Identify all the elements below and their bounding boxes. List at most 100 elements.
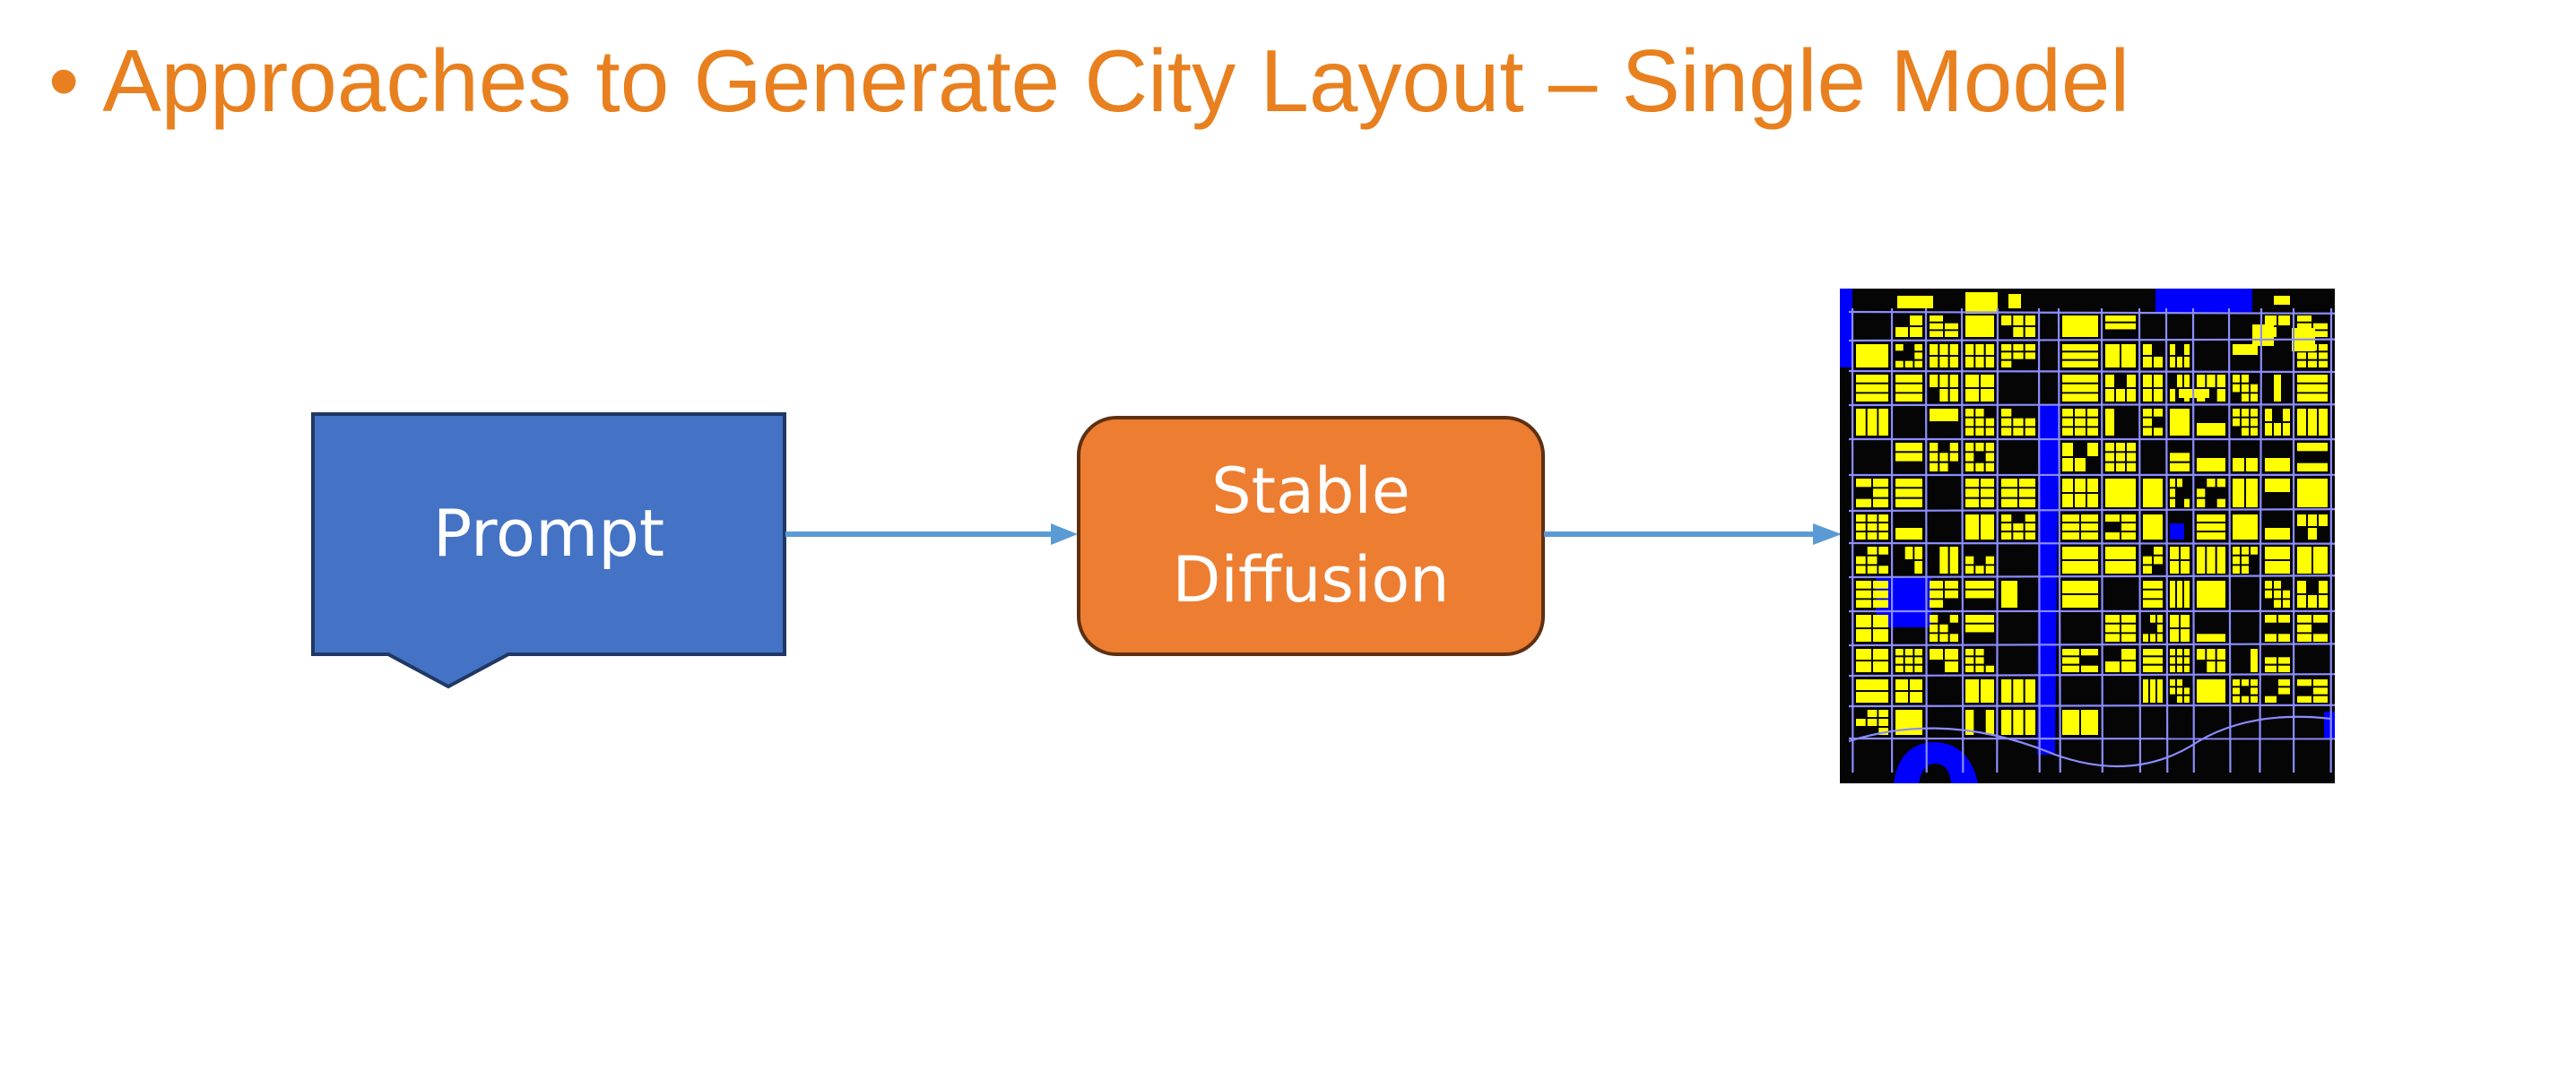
map-building bbox=[1930, 649, 1943, 660]
map-road bbox=[1996, 307, 1999, 773]
map-building bbox=[2121, 615, 2136, 623]
map-building bbox=[2319, 360, 2328, 367]
map-building bbox=[2184, 375, 2190, 387]
map-building bbox=[2297, 479, 2328, 507]
map-building bbox=[2143, 389, 2152, 402]
map-building bbox=[2242, 428, 2249, 436]
map-building bbox=[1895, 384, 1922, 393]
map-building bbox=[1930, 344, 1939, 355]
map-building bbox=[2157, 679, 2163, 703]
map-building bbox=[2181, 629, 2190, 642]
map-building bbox=[2105, 561, 2136, 574]
map-building bbox=[1895, 327, 1908, 337]
map-building bbox=[2062, 665, 2079, 672]
map-building bbox=[2062, 547, 2098, 559]
map-building bbox=[1910, 327, 1922, 337]
map-building bbox=[1873, 600, 1888, 608]
map-road bbox=[1960, 307, 1965, 773]
map-building bbox=[2177, 687, 2182, 695]
map-building bbox=[2197, 634, 2225, 642]
map-building bbox=[2265, 657, 2277, 664]
map-building bbox=[1856, 514, 1866, 522]
map-building bbox=[2278, 665, 2290, 672]
map-building bbox=[2170, 389, 2175, 402]
map-building bbox=[2197, 532, 2225, 540]
map-building bbox=[1981, 389, 1994, 402]
map-building bbox=[1930, 331, 1943, 337]
map-road bbox=[1848, 403, 2335, 407]
map-building bbox=[2087, 409, 2098, 417]
map-building bbox=[1939, 462, 1948, 471]
map-building bbox=[1975, 409, 1984, 417]
map-building bbox=[2121, 634, 2136, 642]
map-building bbox=[2025, 418, 2035, 427]
map-building bbox=[2062, 479, 2073, 492]
map-building bbox=[2319, 595, 2328, 608]
map-building bbox=[2170, 462, 2190, 471]
map-building bbox=[1856, 384, 1888, 393]
map-building bbox=[2197, 375, 2206, 387]
map-building bbox=[1975, 462, 1984, 471]
map-building bbox=[1914, 657, 1922, 664]
map-building bbox=[1930, 453, 1939, 462]
map-building bbox=[1965, 665, 1974, 672]
map-building bbox=[1965, 344, 1974, 355]
map-building bbox=[1985, 566, 1994, 574]
map-building bbox=[1878, 409, 1888, 436]
map-building bbox=[1939, 344, 1948, 355]
title-text: Approaches to Generate City Layout – Sin… bbox=[102, 31, 2130, 130]
map-building bbox=[1856, 498, 1871, 507]
map-building bbox=[1945, 590, 1958, 599]
map-building bbox=[2242, 696, 2249, 703]
map-building bbox=[2297, 375, 2328, 383]
map-building bbox=[2251, 547, 2258, 555]
map-building bbox=[1914, 649, 1922, 656]
map-building bbox=[2233, 409, 2240, 417]
map-building bbox=[2313, 679, 2328, 687]
map-building bbox=[2297, 634, 2311, 642]
map-building bbox=[2308, 528, 2317, 540]
map-building bbox=[2013, 418, 2024, 427]
map-building bbox=[2105, 634, 2120, 642]
map-building bbox=[2025, 514, 2035, 522]
map-road bbox=[1924, 307, 1928, 773]
map-building bbox=[2313, 331, 2328, 337]
map-building bbox=[2283, 423, 2290, 436]
map-road bbox=[2227, 307, 2232, 773]
map-building bbox=[2252, 324, 2274, 346]
map-building bbox=[1965, 292, 1998, 314]
map-building bbox=[2001, 710, 2012, 735]
map-building bbox=[2170, 649, 2175, 656]
map-building bbox=[2127, 389, 2136, 402]
map-building bbox=[2105, 661, 2120, 672]
map-building bbox=[1965, 649, 1974, 656]
map-building bbox=[1867, 710, 1878, 717]
map-building bbox=[2246, 458, 2258, 471]
map-water-mid-spot bbox=[2170, 523, 2184, 540]
map-building bbox=[2105, 315, 2136, 322]
map-building bbox=[2170, 615, 2179, 627]
map-building bbox=[1930, 615, 1939, 623]
map-road bbox=[2057, 307, 2061, 773]
map-building bbox=[2062, 344, 2098, 351]
map-building bbox=[1873, 479, 1888, 488]
map-building bbox=[2121, 532, 2136, 540]
map-building bbox=[2233, 696, 2240, 703]
map-building bbox=[1975, 665, 1984, 672]
map-building bbox=[2025, 710, 2035, 735]
map-building bbox=[1945, 581, 1958, 589]
map-building bbox=[2170, 498, 2175, 507]
map-building bbox=[2319, 352, 2328, 359]
map-building bbox=[2233, 679, 2240, 687]
map-building bbox=[1945, 661, 1958, 672]
map-building bbox=[1965, 428, 1974, 436]
map-building bbox=[2265, 409, 2272, 421]
map-building bbox=[1867, 566, 1878, 574]
map-building bbox=[2265, 665, 2277, 672]
map-building bbox=[2143, 428, 2152, 436]
map-building bbox=[2274, 375, 2281, 402]
map-building bbox=[2116, 389, 2125, 402]
map-building bbox=[2001, 532, 2012, 540]
map-road bbox=[1848, 575, 2335, 579]
map-building bbox=[1975, 649, 1984, 656]
